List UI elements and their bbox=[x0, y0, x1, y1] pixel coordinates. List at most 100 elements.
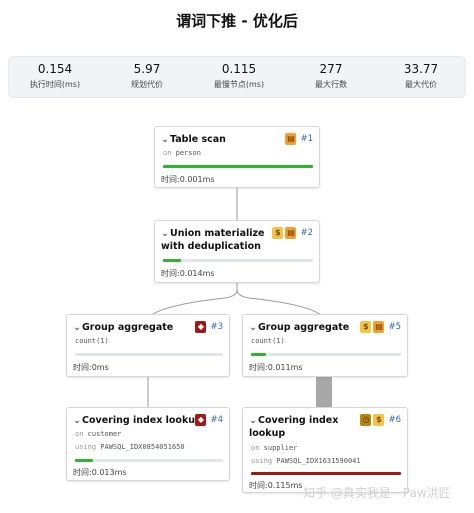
stat-value: 5.97 bbox=[133, 62, 161, 76]
stat-label: 最大行数 bbox=[315, 80, 347, 89]
stack-icon: ▤ bbox=[373, 321, 385, 333]
clock-icon: ◷ bbox=[360, 414, 372, 426]
stat-value: 0.154 bbox=[37, 62, 73, 76]
node-title: ⌄Group aggregate bbox=[249, 321, 349, 334]
node-title: ⌄Covering index lookup bbox=[249, 414, 338, 440]
edge-5-6 bbox=[316, 377, 332, 409]
node-time: 时间:0.011ms bbox=[249, 363, 303, 372]
node-sub: count(1) bbox=[251, 337, 285, 345]
node-badges: ◆ #3 bbox=[195, 321, 223, 333]
plan-node-5[interactable]: ⌄Group aggregate $ ▤ #5 count(1) 时间:0.01… bbox=[242, 314, 408, 377]
progress-fill bbox=[251, 472, 401, 475]
node-on-line: on person bbox=[163, 149, 201, 157]
node-time: 时间:0.115ms bbox=[249, 481, 303, 490]
node-progress-bar bbox=[75, 353, 223, 356]
on-table: person bbox=[175, 149, 201, 157]
progress-fill bbox=[163, 165, 313, 168]
node-id: #6 bbox=[388, 415, 401, 425]
using-keyword: using bbox=[251, 457, 273, 465]
node-progress-bar bbox=[163, 165, 313, 168]
node-title-text: Covering index bbox=[258, 415, 339, 426]
node-title-text-2: lookup bbox=[249, 428, 286, 439]
chevron-down-icon[interactable]: ⌄ bbox=[161, 134, 169, 145]
stack-icon: ▤ bbox=[285, 227, 297, 239]
plan-node-3[interactable]: ⌄Group aggregate ◆ #3 count(1) 时间:0ms bbox=[66, 314, 230, 377]
on-table: customer bbox=[87, 430, 122, 438]
plan-node-1[interactable]: ⌄Table scan ▤ #1 on person 时间:0.001ms bbox=[154, 126, 320, 188]
edge-2-3 bbox=[147, 283, 238, 319]
node-id: #1 bbox=[300, 134, 313, 144]
stat-planning-cost: 5.97 规划代价 bbox=[101, 62, 193, 90]
chevron-down-icon[interactable]: ⌄ bbox=[73, 415, 81, 426]
plan-node-2[interactable]: ⌄Union materialize with deduplication $ ▤… bbox=[154, 220, 320, 283]
node-title-text: Group aggregate bbox=[82, 322, 174, 333]
stat-value: 277 bbox=[319, 62, 343, 76]
node-title-text: Table scan bbox=[170, 134, 226, 145]
plan-node-4[interactable]: ⌄Covering index lookup ◆ #4 on customer … bbox=[66, 407, 230, 481]
stat-max-cost: 33.77 最大代价 bbox=[375, 62, 467, 90]
page-title: 谓词下推 - 优化后 bbox=[176, 12, 298, 30]
dollar-icon: $ bbox=[373, 414, 385, 426]
node-using-line: using PAWSQL_IDX1631590041 bbox=[251, 457, 361, 465]
watermark: 知乎 @真实我是一Paw洪匠 bbox=[303, 486, 451, 500]
plan-node-6[interactable]: ⌄Covering index lookup ◷ $ #6 on supplier… bbox=[242, 407, 408, 493]
using-index: PAWSQL_IDX0854051650 bbox=[100, 443, 185, 451]
node-progress-bar bbox=[75, 459, 223, 462]
node-title: ⌄Table scan bbox=[161, 133, 226, 146]
node-time: 时间:0.001ms bbox=[161, 175, 215, 184]
turtle-icon: ◆ bbox=[195, 321, 207, 333]
node-time: 时间:0ms bbox=[73, 363, 109, 372]
node-title: ⌄Union materialize with deduplication bbox=[161, 227, 264, 253]
progress-fill bbox=[251, 353, 266, 356]
stat-label: 规划代价 bbox=[131, 80, 163, 89]
stack-icon: ▤ bbox=[285, 133, 297, 145]
node-title-text-2: with deduplication bbox=[161, 241, 261, 252]
stat-exec-time: 0.154 执行时间(ms) bbox=[9, 62, 101, 90]
edge-2-5 bbox=[236, 283, 325, 319]
node-title-text: Group aggregate bbox=[258, 322, 350, 333]
turtle-icon: ◆ bbox=[195, 414, 207, 426]
stat-max-rows: 277 最大行数 bbox=[285, 62, 377, 90]
on-keyword: on bbox=[251, 444, 260, 452]
node-id: #2 bbox=[300, 228, 313, 238]
stat-label: 执行时间(ms) bbox=[29, 80, 81, 89]
node-id: #5 bbox=[388, 322, 401, 332]
on-keyword: on bbox=[163, 149, 172, 157]
node-badges: $ ▤ #2 bbox=[272, 227, 313, 239]
node-sub: count(1) bbox=[75, 337, 109, 345]
node-progress-bar bbox=[251, 353, 401, 356]
on-table: supplier bbox=[263, 444, 298, 452]
chevron-down-icon[interactable]: ⌄ bbox=[249, 415, 257, 426]
node-progress-bar bbox=[163, 259, 313, 262]
node-progress-bar bbox=[251, 472, 401, 475]
node-title-text: Covering index lookup bbox=[82, 415, 202, 426]
node-badges: ◆ #4 bbox=[195, 414, 223, 426]
dollar-icon: $ bbox=[272, 227, 284, 239]
chevron-down-icon[interactable]: ⌄ bbox=[73, 322, 81, 333]
node-title-text: Union materialize bbox=[170, 228, 265, 239]
using-keyword: using bbox=[75, 443, 97, 451]
chevron-down-icon[interactable]: ⌄ bbox=[249, 322, 257, 333]
stat-label: 最慢节点(ms) bbox=[213, 80, 265, 89]
node-time: 时间:0.014ms bbox=[161, 269, 215, 278]
progress-fill bbox=[163, 259, 181, 262]
progress-fill bbox=[75, 459, 93, 462]
node-on-line: on customer bbox=[75, 430, 121, 438]
node-time: 时间:0.013ms bbox=[73, 468, 127, 477]
dollar-icon: $ bbox=[360, 321, 372, 333]
stat-value: 33.77 bbox=[403, 62, 439, 76]
node-title: ⌄Covering index lookup bbox=[73, 414, 202, 427]
node-id: #3 bbox=[210, 322, 223, 332]
node-title: ⌄Group aggregate bbox=[73, 321, 173, 334]
node-id: #4 bbox=[210, 415, 223, 425]
chevron-down-icon[interactable]: ⌄ bbox=[161, 228, 169, 239]
node-badges: ◷ $ #6 bbox=[360, 414, 401, 426]
on-keyword: on bbox=[75, 430, 84, 438]
node-badges: ▤ #1 bbox=[285, 133, 313, 145]
node-badges: $ ▤ #5 bbox=[360, 321, 401, 333]
stat-slowest-node: 0.115 最慢节点(ms) bbox=[193, 62, 285, 90]
node-on-line: on supplier bbox=[251, 444, 297, 452]
stat-value: 0.115 bbox=[221, 62, 257, 76]
summary-stats-bar: 0.154 执行时间(ms) 5.97 规划代价 0.115 最慢节点(ms) … bbox=[8, 56, 466, 98]
